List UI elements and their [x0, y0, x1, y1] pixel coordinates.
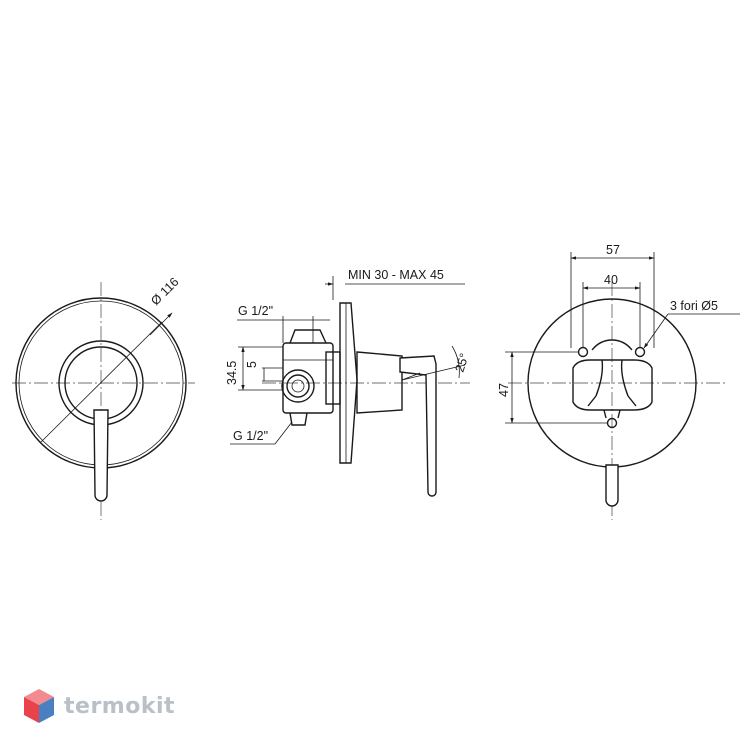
height-345-label: 34.5 [225, 361, 239, 385]
depth-label: MIN 30 - MAX 45 [348, 268, 444, 282]
rear-valve-body [572, 359, 653, 411]
rear-hole-bottom [606, 417, 618, 429]
width-40-label: 40 [604, 273, 618, 287]
height-47-label: 47 [497, 383, 511, 397]
width-57-label: 57 [606, 243, 620, 257]
front-lever-handle [93, 409, 109, 502]
height-5-label: 5 [245, 361, 259, 368]
side-escutcheon [356, 351, 403, 414]
side-wall-plate [339, 302, 358, 464]
side-valve-body [282, 342, 334, 414]
termokit-cube-icon [24, 689, 54, 723]
termokit-wordmark: termokit [64, 693, 176, 719]
rear-hole-right [634, 346, 646, 358]
holes-label: 3 fori Ø5 [670, 299, 718, 313]
inlet-top-label: G 1/2" [238, 304, 273, 318]
termokit-logo: termokit [22, 686, 175, 726]
rear-hole-left [577, 346, 589, 358]
front-view: Ø 116 [12, 275, 195, 520]
side-outlet-ring [281, 369, 315, 403]
angle-label: 25° [453, 352, 472, 374]
rear-lever-handle [605, 464, 619, 507]
side-lever [399, 355, 437, 497]
side-view: MIN 30 - MAX 45 G 1/2" 34.5 5 G 1/2" 25° [225, 268, 472, 497]
diameter-label: Ø 116 [148, 275, 181, 308]
inlet-bottom-label: G 1/2" [233, 429, 268, 443]
rear-view: 57 40 47 3 fori Ø5 [497, 243, 740, 520]
